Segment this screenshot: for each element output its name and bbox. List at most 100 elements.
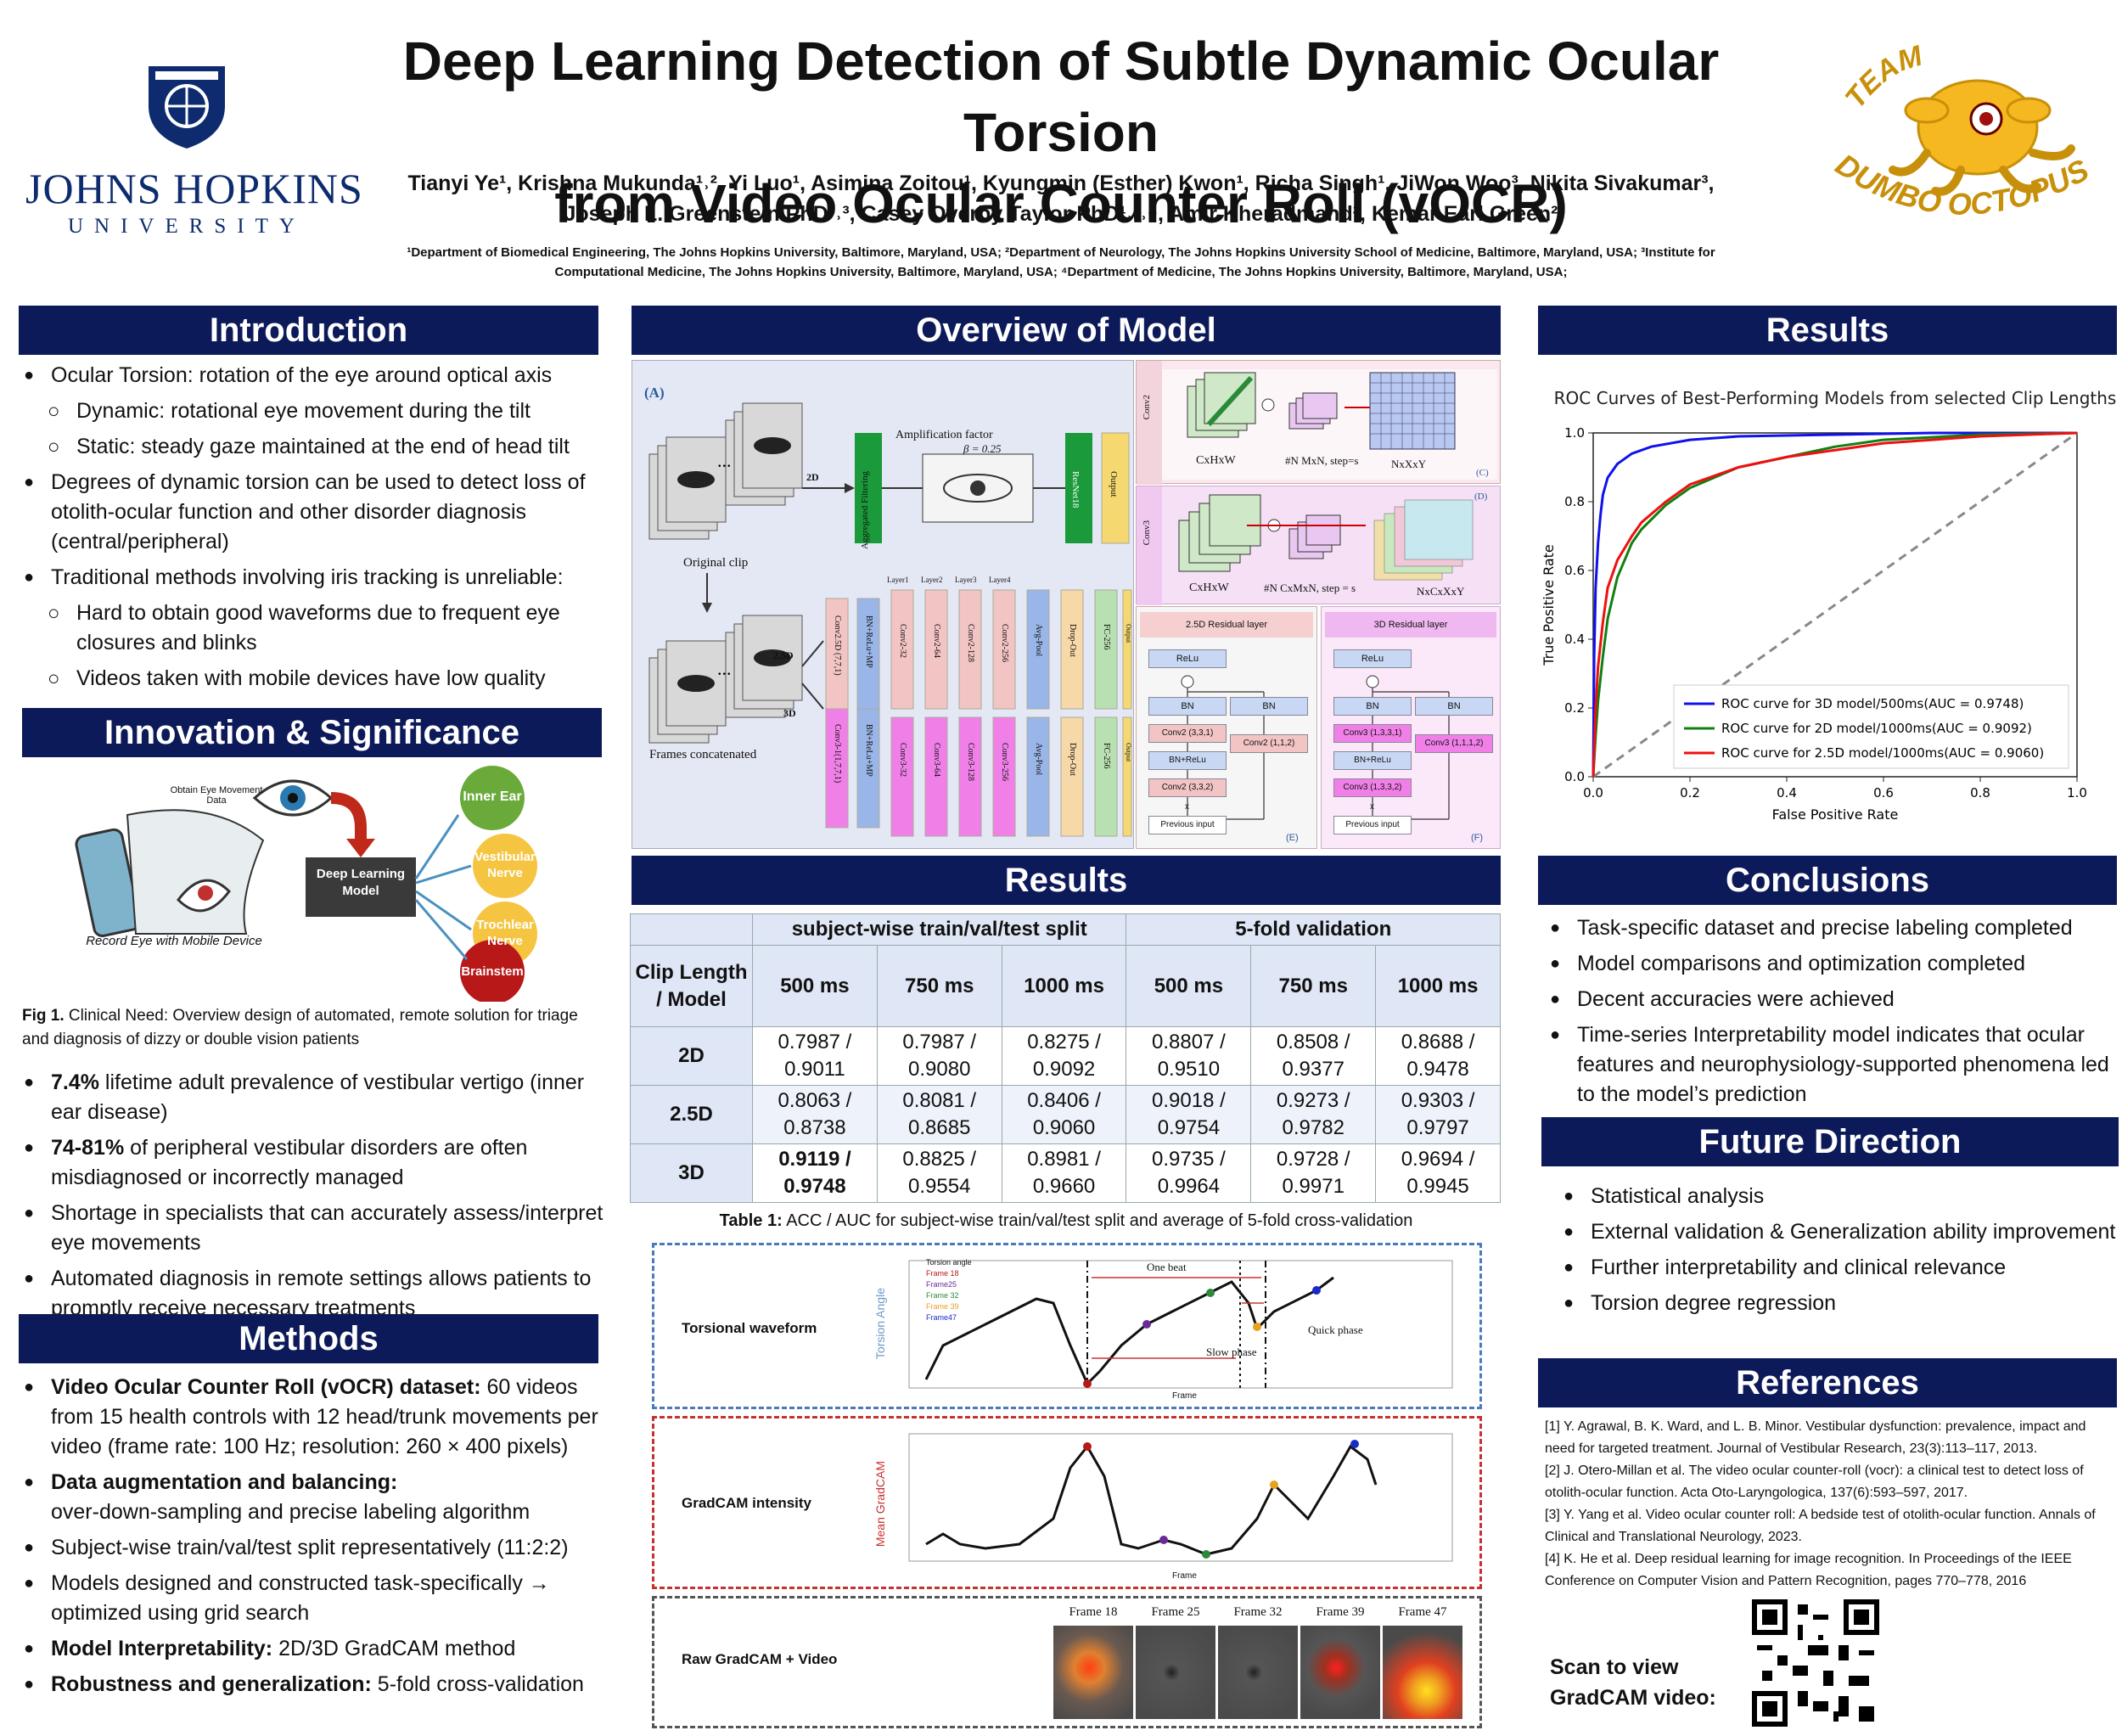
table-header-row: subject-wise train/val/test split 5-fold… (630, 913, 1501, 946)
methods-bullet-6: 5-fold cross-validation (371, 1672, 584, 1696)
res25-relu: ReLu (1148, 649, 1227, 668)
torsional-waveform-plot (908, 1260, 1453, 1389)
jhu-shield-icon (149, 66, 225, 149)
table-caption: Table 1: ACC / AUC for subject-wise trai… (632, 1209, 1501, 1233)
torsional-waveform-panel: Torsional waveform Torsion Angle Torsion… (652, 1243, 1482, 1409)
mean-gradcam-axis-label: Mean GradCAM (873, 1461, 887, 1548)
res3-title: 3D Residual layer (1325, 612, 1496, 638)
row25-bn: BN+ReLu+MP (864, 615, 873, 668)
results-table: subject-wise train/val/test split 5-fold… (630, 913, 1501, 1203)
res25-x: x (1185, 802, 1189, 812)
row25-dropout: Drop-Out (1068, 624, 1077, 657)
brainstem-node: Brainstem (461, 964, 524, 979)
row25-fc: FC-256 (1102, 624, 1111, 650)
authors: Tianyi Ye¹, Krishna Mukunda¹˒², Yi Luo¹,… (340, 168, 1782, 229)
conv2-side-label: Conv2 (1142, 395, 1152, 420)
table-caption-text: ACC / AUC for subject-wise train/val/tes… (782, 1211, 1413, 1230)
table-cell: 0.9735 / 0.9964 (1126, 1143, 1252, 1203)
torsion-angle-axis-label: Torsion Angle (873, 1288, 887, 1360)
roc-series-2 (1592, 431, 2078, 778)
intro-bullet-3a: Hard to obtain good waveforms due to fre… (19, 598, 604, 658)
one-beat-label: One beat (1147, 1261, 1187, 1273)
methods-heading: Methods (19, 1314, 598, 1363)
trochlear-nerve-node: Trochlear Nerve (476, 918, 534, 948)
col-750-b: 750 ms (1250, 945, 1377, 1027)
torsional-waveform-label: Torsional waveform (682, 1320, 817, 1336)
vestibular-nerve-node: Vestibular Nerve (474, 850, 536, 880)
legend-frame18: Frame 18 (926, 1269, 959, 1278)
deep-learning-model-node: Deep Learning Model (316, 867, 406, 898)
res25-title: 2.5D Residual layer (1140, 612, 1313, 638)
waveform-legend: Torsion angle Frame 18 Frame25 Frame 32 … (926, 1257, 994, 1323)
table-row: 2.5D 0.8063 / 0.8738 0.8081 / 0.8685 0.8… (630, 1085, 1501, 1144)
qr-code-icon (1752, 1599, 1879, 1727)
resnet18-block: ResNet18 (1070, 471, 1081, 508)
table-cell: 0.8688 / 0.9478 (1375, 1026, 1501, 1086)
intro-bullet-3b: Videos taken with mobile devices have lo… (19, 664, 604, 694)
beta-label: β = 0.25 (963, 442, 1002, 455)
col-500-a: 500 ms (752, 945, 878, 1027)
table-corner: Clip Length / Model (630, 945, 753, 1027)
future-3: Further interpretability and clinical re… (1558, 1253, 2119, 1283)
table-row: 2D 0.7987 / 0.9011 0.7987 / 0.9080 0.827… (630, 1026, 1501, 1086)
row3-conv256: Conv3-256 (1000, 743, 1009, 781)
y-tick-label: 1.0 (1564, 425, 1585, 441)
roc-series-0 (1592, 431, 2077, 778)
res3-bn-2: BN (1415, 697, 1493, 716)
layer3-label: Layer3 (955, 576, 977, 584)
future-heading: Future Direction (1541, 1117, 2119, 1166)
gradcam-intensity-plot (908, 1433, 1453, 1562)
future-1: Statistical analysis (1558, 1182, 2119, 1211)
x-tick-label: 0.6 (1873, 785, 1894, 801)
legend-entry-2: ROC curve for 2.5D model/1000ms(AUC = 0.… (1721, 745, 2044, 761)
references-body: [1] Y. Agrawal, B. K. Ward, and L. B. Mi… (1545, 1416, 2117, 1593)
table-cell: 0.9273 / 0.9782 (1250, 1085, 1377, 1144)
conv2-kernel-dims: #N MxN, step=s (1285, 454, 1359, 467)
results-roc-heading: Results (1538, 306, 2117, 355)
gradcam-frames: Frame 18 Frame 25 Frame 32 Frame 39 Fram… (1053, 1605, 1478, 1724)
conv2-output-dims: NxXxY (1391, 458, 1427, 470)
conv3-output-dims: NxCxXxY (1417, 585, 1465, 598)
aggregated-filtering-block: Aggregated Filtering (860, 471, 870, 549)
layer1-label: Layer1 (887, 576, 909, 584)
roc-chart: ROC Curves of Best-Performing Models fro… (1541, 388, 2116, 823)
x-tick-label: 0.4 (1777, 785, 1797, 801)
reference-4: [4] K. He et al. Deep residual learning … (1545, 1552, 2072, 1588)
model-pipeline-diagram: ...... (648, 402, 1132, 837)
table-corner-top (630, 913, 753, 946)
fig1-label: Fig 1. (22, 1007, 65, 1025)
res3-x: x (1370, 802, 1374, 812)
overview-heading: Overview of Model (632, 306, 1501, 355)
conclusions-body: Task-specific dataset and precise labeli… (1545, 913, 2118, 1115)
res3-relu: ReLu (1333, 649, 1412, 668)
conclusion-1: Task-specific dataset and precise labeli… (1545, 913, 2118, 943)
gradcam-intensity-label: GradCAM intensity (682, 1495, 812, 1511)
group-subject-wise: subject-wise train/val/test split (751, 913, 1127, 946)
future-2: External validation & Generalization abi… (1558, 1217, 2119, 1247)
panel-c-label: (C) (1476, 468, 1489, 478)
row25-conv-in: Conv2.5D (7,7,1) (833, 615, 842, 676)
res25-bn-1: BN (1148, 697, 1227, 716)
y-tick-label: 0.0 (1564, 769, 1585, 784)
affil-line-2: Computational Medicine, The Johns Hopkin… (554, 265, 1568, 279)
plot-frame (1592, 432, 2078, 778)
amplification-label: Amplification factor (895, 429, 993, 441)
intro-bullet-1: Ocular Torsion: rotation of the eye arou… (19, 361, 604, 390)
frame-32-label: Frame 32 (1233, 1605, 1283, 1619)
row-model-25d: 2.5D (630, 1085, 753, 1144)
row25-output: Output (1125, 624, 1132, 643)
clinical-need-figure: Obtain Eye Movement Data Record Eye with… (68, 764, 577, 1004)
frame-47-label: Frame 47 (1398, 1605, 1447, 1619)
row25-conv128: Conv2-128 (966, 624, 975, 662)
affiliations: ¹Department of Biomedical Engineering, T… (356, 243, 1766, 282)
qr-code[interactable] (1749, 1596, 1883, 1730)
gradcam-frame-32 (1218, 1626, 1298, 1719)
sig-stat-1: 7.4% (51, 1070, 99, 1094)
x-tick-label: 1.0 (2067, 785, 2087, 801)
conv3-input-dims: CxHxW (1189, 581, 1229, 594)
future-body: Statistical analysis External validation… (1558, 1182, 2119, 1324)
title-line-1: Deep Learning Detection of Subtle Dynami… (402, 31, 1720, 163)
intro-bullet-1a: Dynamic: rotational eye movement during … (19, 396, 604, 426)
res3-previous-input: Previous input (1333, 816, 1412, 834)
conv2-input-dims: CxHxW (1196, 454, 1236, 467)
